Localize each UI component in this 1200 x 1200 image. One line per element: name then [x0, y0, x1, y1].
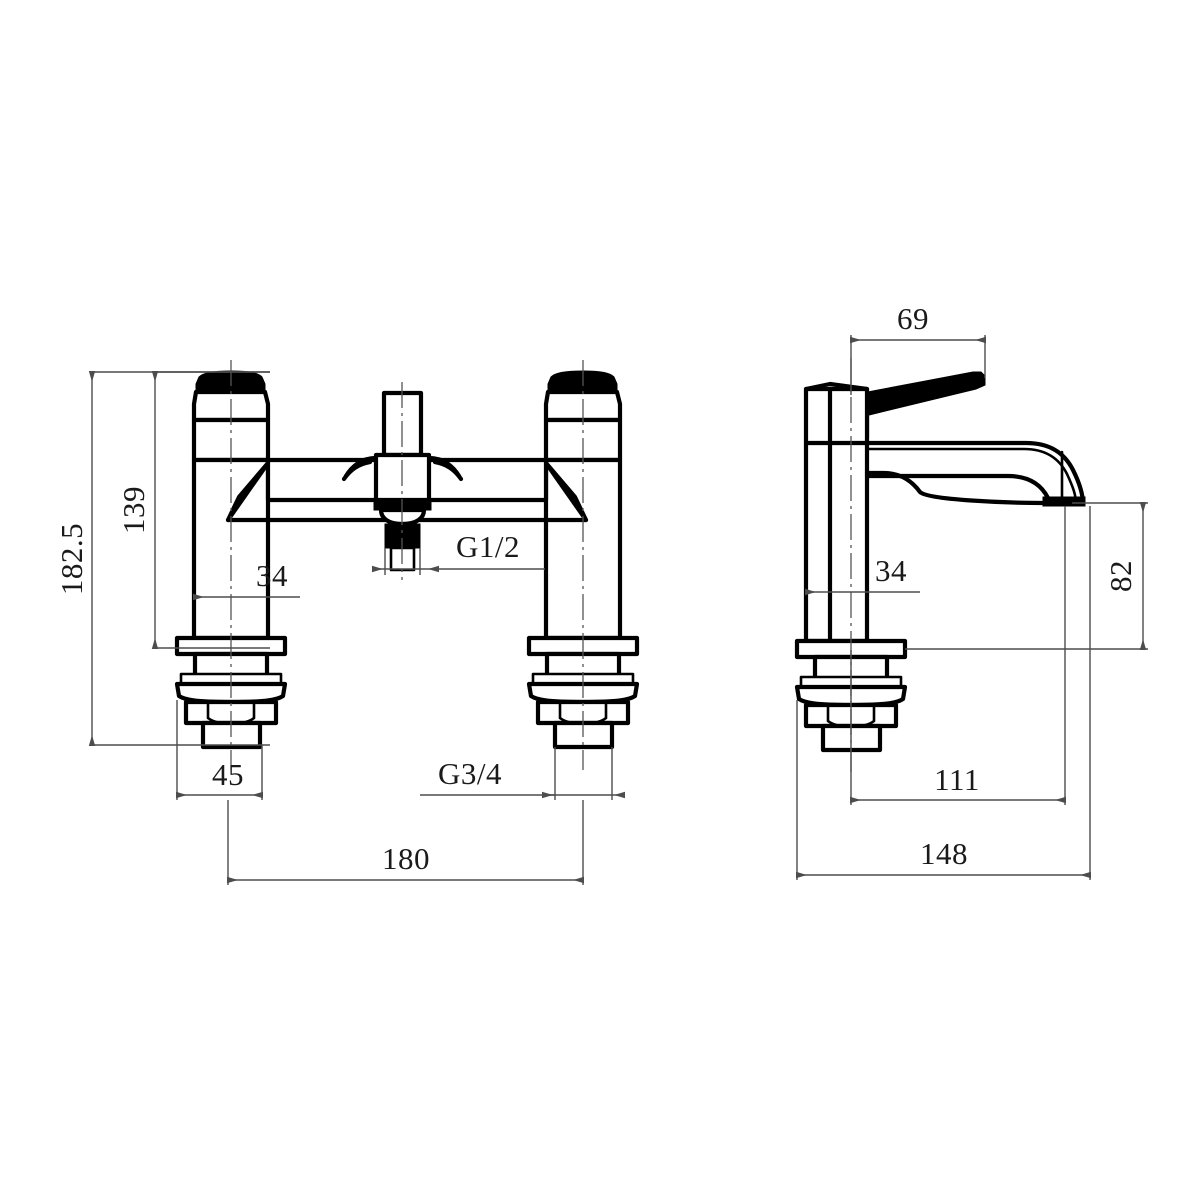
- dim-spout-projection: 111: [850, 506, 1066, 805]
- dim-body-diameter-front: 34: [193, 558, 300, 601]
- dim-inlet-thread: G3/4: [420, 747, 625, 800]
- dim-body-height: 139: [116, 371, 270, 649]
- front-elevation-view: 182.5 139 34 G1/2 45: [54, 360, 640, 885]
- mixer-column-body: [803, 386, 870, 644]
- dim-label-inlet-thread: G3/4: [438, 756, 502, 791]
- dim-spout-height: 82: [905, 502, 1148, 650]
- spout-top-profile-inner: [865, 447, 1078, 506]
- dim-label-overall-height: 182.5: [54, 523, 89, 595]
- dim-label-body-height: 139: [116, 486, 151, 534]
- lever-handle-tip-groove: [958, 373, 980, 381]
- dim-body-diameter-side: 34: [805, 553, 920, 596]
- dim-label-spout-height: 82: [1103, 560, 1138, 592]
- diverter-wing-curves-inner: [341, 459, 464, 482]
- dim-label-lever-reach: 69: [897, 301, 929, 336]
- spout-outlet-face: [1042, 496, 1086, 507]
- left-spout-blend: [225, 460, 271, 523]
- dim-label-base-diameter: 45: [212, 757, 244, 792]
- dim-base-diameter: 45: [176, 700, 263, 800]
- dim-label-body-diameter-side: 34: [875, 553, 907, 588]
- dim-label-spout-projection: 111: [934, 762, 980, 797]
- dim-label-body-diameter-front: 34: [256, 558, 288, 593]
- spout-top-profile: [864, 440, 1086, 507]
- dim-lever-reach: 69: [850, 301, 986, 395]
- dim-centres-width: 180: [227, 800, 584, 885]
- mixer-column: [803, 381, 870, 644]
- spout-body: [864, 440, 1086, 507]
- right-spout-blend: [543, 460, 589, 523]
- side-elevation-view: 69 82 34 111 148: [794, 301, 1148, 880]
- dim-outlet-thread: G1/2: [372, 529, 545, 575]
- dim-label-outlet-thread: G1/2: [456, 529, 520, 564]
- mixer-column-top-chamfer: [803, 381, 870, 392]
- dim-overall-projection: 148: [796, 506, 1091, 880]
- dim-label-overall-projection: 148: [920, 836, 968, 871]
- dim-label-centres-width: 180: [382, 841, 430, 876]
- spout-lower-lip: [864, 470, 1047, 506]
